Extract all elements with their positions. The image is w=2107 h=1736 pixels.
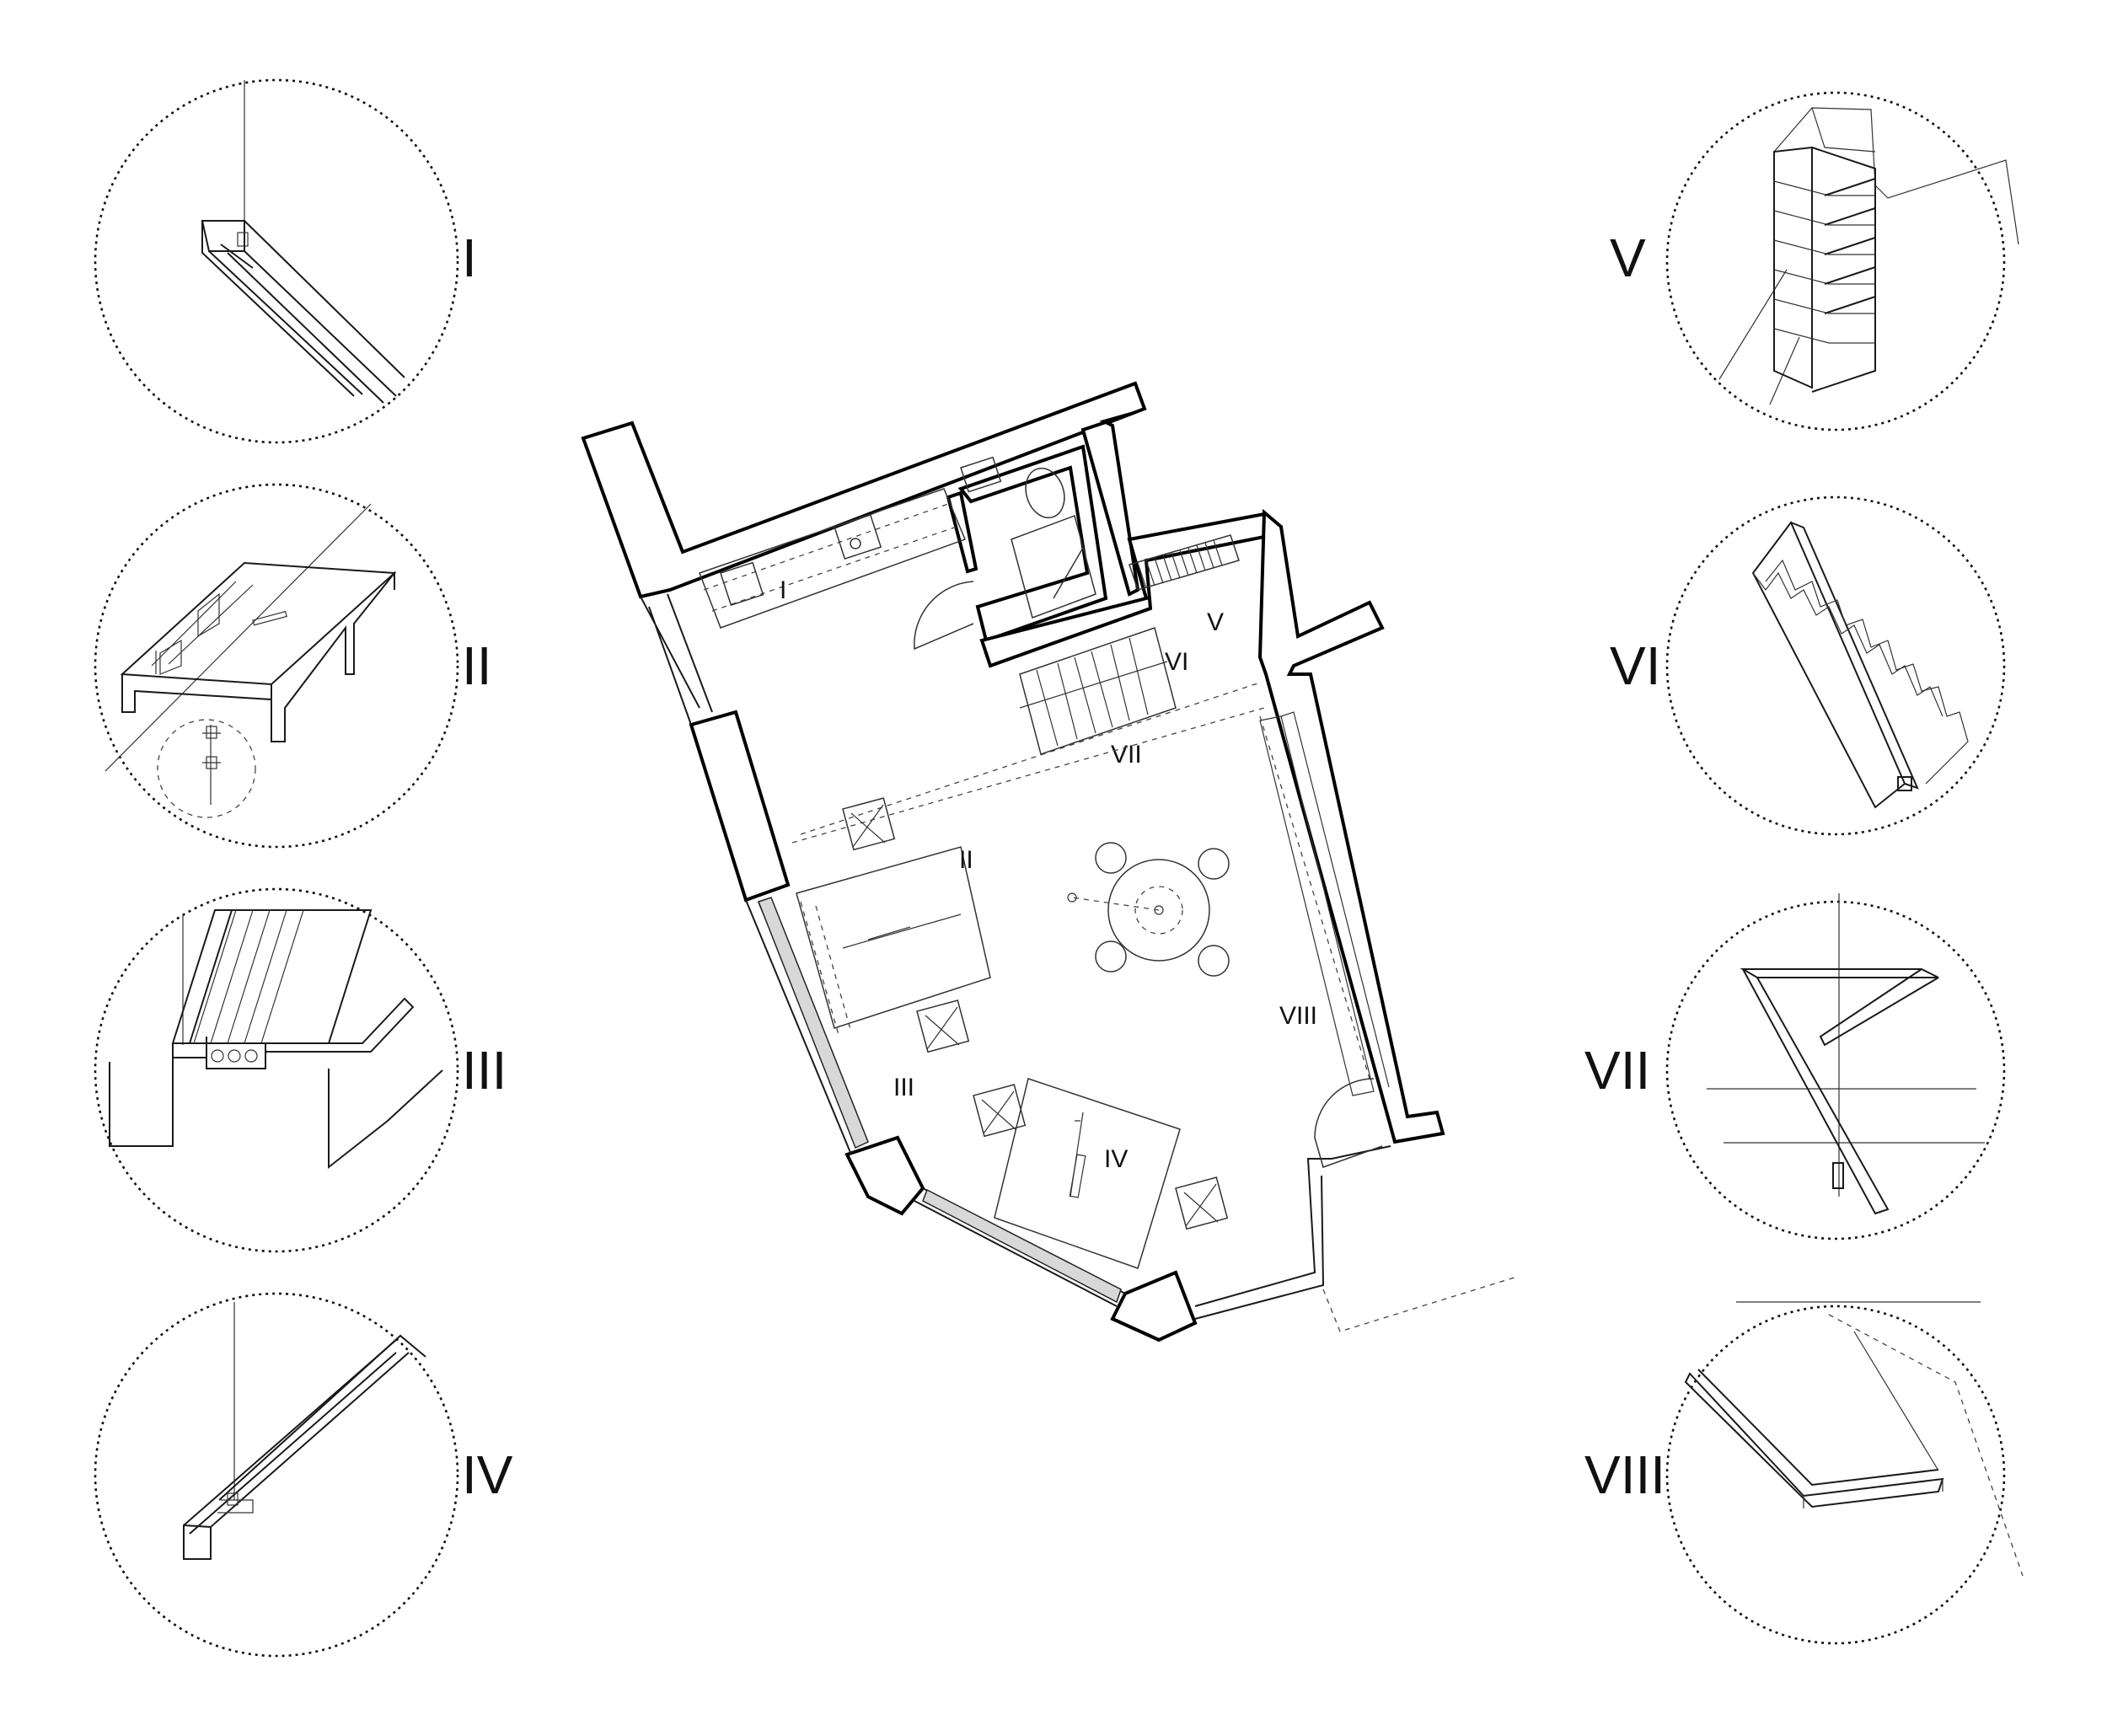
door-arc-kitchen <box>914 581 974 651</box>
wall-east <box>1257 508 1445 1144</box>
wall-west-pier <box>689 710 791 903</box>
round-table-group <box>1067 842 1230 977</box>
chair-1 <box>1095 842 1127 874</box>
door-arc-east <box>1314 1078 1383 1168</box>
wall-bathroom-right <box>1080 411 1140 597</box>
plan-label-IV: IV <box>1104 1145 1128 1173</box>
detail-I-group: I <box>94 78 477 444</box>
kitchen-counter <box>699 488 966 629</box>
plan-label-I: I <box>780 576 786 604</box>
staircase <box>1019 627 1177 755</box>
detail-VIII-circle <box>1665 1305 2006 1645</box>
wall-bathroom <box>957 444 1108 643</box>
wall-north-west <box>581 381 1147 599</box>
detail-III-group: III <box>94 887 507 1253</box>
window-south <box>922 1188 1122 1304</box>
chair-3 <box>1095 940 1127 972</box>
detail-II-circle <box>94 483 459 849</box>
detail-VI-label: VI <box>1610 635 1660 696</box>
detail-I-circle <box>94 78 459 444</box>
stool-4 <box>1175 1176 1229 1230</box>
shower <box>1011 515 1096 619</box>
window-west <box>758 897 869 1149</box>
stool-3 <box>973 1084 1027 1138</box>
chair-2 <box>1198 848 1230 880</box>
plan-label-V: V <box>1207 608 1224 636</box>
detail-III-circle <box>94 887 459 1253</box>
wall-south-pier <box>1110 1270 1198 1342</box>
toilet <box>1025 467 1065 519</box>
detail-IV-circle <box>94 1292 459 1658</box>
round-table <box>1107 859 1210 962</box>
plan-label-VIII: VIII <box>1279 1002 1317 1030</box>
detail-VI-group: VI <box>1610 496 2006 836</box>
plan-label-VII: VII <box>1111 741 1142 769</box>
stool-1 <box>842 797 896 851</box>
stools <box>842 797 1229 1230</box>
floor-plan: I V VI VII II IV III VIII <box>581 381 1518 1342</box>
detail-II-label: II <box>462 635 492 696</box>
wall-south-west-pier <box>844 1135 925 1216</box>
plan-label-VI: VI <box>1165 648 1188 676</box>
hob <box>720 561 764 606</box>
detail-VII-label: VII <box>1584 1040 1650 1101</box>
detail-IV-label: IV <box>462 1444 513 1505</box>
detail-III-label: III <box>462 1040 507 1101</box>
detail-VIII-label: VIII <box>1584 1444 1665 1505</box>
detail-V-group: V <box>1610 91 2019 431</box>
stool-2 <box>916 999 970 1053</box>
shelving-V <box>1129 534 1240 591</box>
detail-VII-circle <box>1665 900 2006 1240</box>
detail-VIII-group: VIII <box>1584 1301 2024 1645</box>
desk-II <box>796 846 991 1029</box>
detail-II-group: II <box>94 483 492 849</box>
detail-VII-group: VII <box>1584 893 2006 1240</box>
desk-IV <box>994 1078 1181 1269</box>
plan-label-II: II <box>959 846 973 874</box>
detail-I-label: I <box>462 228 477 288</box>
kitchen-sink <box>834 514 882 560</box>
detail-V-label: V <box>1610 228 1646 288</box>
detail-VI-circle <box>1665 496 2006 836</box>
bathroom-basin <box>960 456 1002 493</box>
detail-IV-group: IV <box>94 1292 513 1658</box>
detail-V-circle <box>1665 91 2006 431</box>
plan-label-III: III <box>893 1074 914 1101</box>
chair-4 <box>1198 945 1230 977</box>
